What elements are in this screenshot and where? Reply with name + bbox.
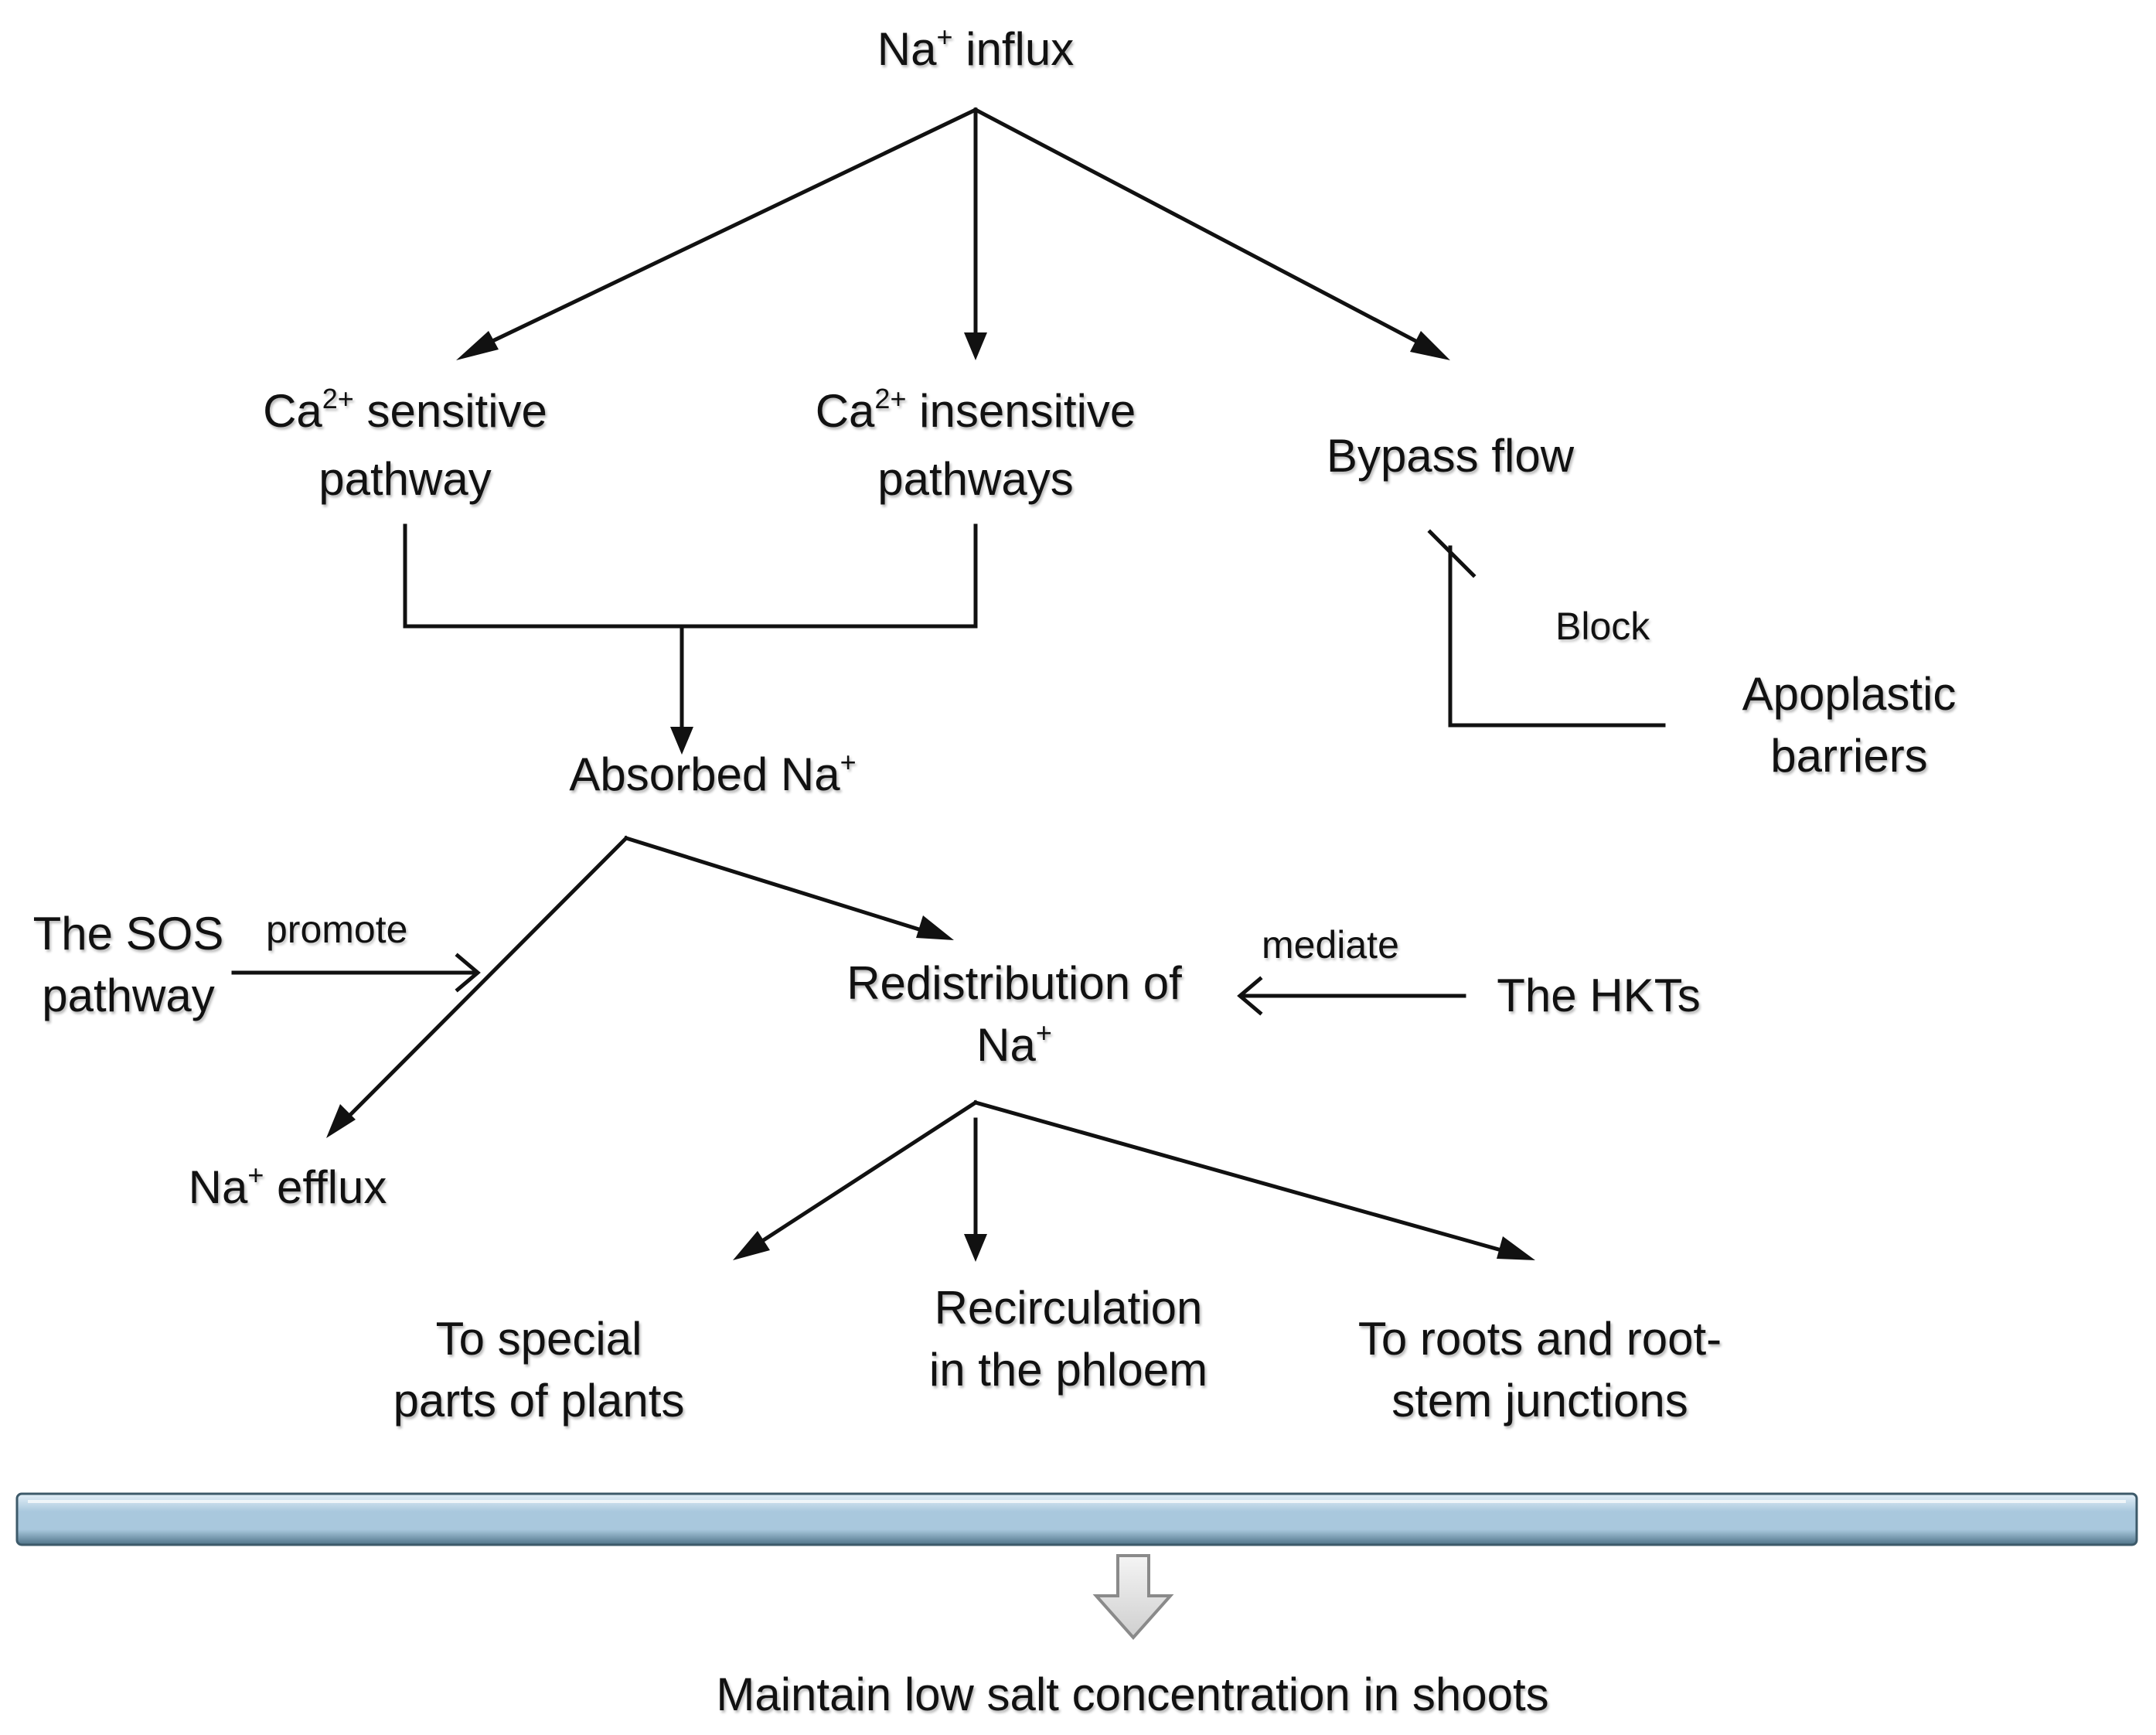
open-arrowhead — [455, 953, 481, 993]
superscript-charge: 2+ — [322, 383, 354, 414]
superscript-charge: + — [840, 746, 857, 778]
node-ca-insensitive-pathways: Ca2+ insensitive pathways — [759, 380, 1192, 510]
apoplastic-line-1: Apoplastic — [1742, 668, 1957, 720]
edge-influx-to-bypass-flow — [972, 107, 1450, 360]
bypass-flow-line-1: Bypass flow — [1326, 430, 1575, 482]
edge-redistribution-to-roots-junctions — [972, 1099, 1535, 1260]
ca-sensitive-line-2: pathway — [318, 453, 492, 505]
node-outcome: Maintain low salt concentration in shoot… — [541, 1664, 1724, 1726]
node-recirculation: Recirculation in the phloem — [860, 1277, 1277, 1401]
absorbed-na-line-1: Absorbed Na+ — [569, 746, 857, 800]
edge-absorbed-to-efflux — [326, 835, 629, 1138]
block-bar — [1427, 529, 1477, 578]
recirculation-line-2: in the phloem — [928, 1344, 1208, 1396]
node-ca-sensitive-pathway: Ca2+ sensitive pathway — [212, 380, 598, 510]
superscript-charge: 2+ — [874, 383, 907, 414]
node-na-efflux: Na+ efflux — [141, 1157, 434, 1225]
arrowhead — [1497, 1236, 1535, 1260]
edge-influx-to-ca-sensitive — [456, 107, 979, 360]
summary-bar — [15, 1492, 2138, 1546]
sos-pathway-line-1: The SOS — [32, 908, 224, 960]
ca-sensitive-line-1: Ca2+ sensitive — [263, 383, 547, 437]
recirculation-line-1: Recirculation — [934, 1282, 1203, 1334]
node-redistribution: Redistribution of Na+ — [806, 953, 1223, 1082]
superscript-charge: + — [247, 1159, 264, 1191]
node-na-influx: Na+ influx — [821, 19, 1130, 87]
label-mediate: mediate — [1262, 923, 1399, 966]
edge-absorbed-to-redistribution — [623, 835, 954, 940]
edge-ca-pathways-to-absorbed — [403, 523, 978, 755]
na-influx-line-1: Na+ influx — [877, 21, 1075, 75]
node-bypass-flow: Bypass flow — [1265, 425, 1636, 487]
arrowhead — [670, 727, 693, 755]
ca-insensitive-line-1: Ca2+ insensitive — [815, 383, 1136, 437]
node-apoplastic-barriers: Apoplastic barriers — [1687, 663, 2011, 787]
node-roots-junctions: To roots and root-stem junctions — [1293, 1308, 1787, 1432]
node-absorbed-na: Absorbed Na+ — [504, 744, 921, 812]
edge-hkts-mediate-redistribution — [1237, 976, 1466, 1016]
arrowhead — [456, 331, 499, 360]
redistribution-line-1: Redistribution of — [846, 957, 1182, 1009]
node-hkts: The HKTs — [1467, 965, 1730, 1027]
arrowhead — [1410, 331, 1450, 360]
label-promote: promote — [266, 908, 408, 951]
open-arrowhead — [1237, 976, 1263, 1016]
arrowhead — [916, 915, 954, 940]
special-parts-line-2: parts of plants — [393, 1375, 685, 1427]
superscript-charge: + — [1035, 1017, 1052, 1048]
apoplastic-line-2: barriers — [1770, 730, 1928, 782]
arrowhead — [733, 1231, 770, 1260]
roots-junctions-line-2: stem junctions — [1391, 1375, 1688, 1427]
outcome-line-1: Maintain low salt concentration in shoot… — [716, 1669, 1549, 1720]
label-block: Block — [1555, 605, 1650, 648]
edge-redistribution-to-special-parts — [733, 1099, 979, 1260]
node-special-parts: To special parts of plants — [326, 1308, 751, 1432]
ca-insensitive-line-2: pathways — [877, 453, 1074, 505]
special-parts-line-1: To special — [435, 1313, 642, 1365]
node-sos-pathway: The SOS pathway — [12, 903, 244, 1027]
edge-apoplastic-blocks-bypass — [1427, 529, 1666, 728]
na-efflux-line-1: Na+ efflux — [188, 1159, 387, 1213]
arrowhead — [964, 332, 987, 360]
edge-redistribution-to-recirculation — [964, 1117, 987, 1262]
roots-junctions-line-1: To roots and root- — [1357, 1313, 1722, 1365]
arrowhead — [964, 1234, 987, 1262]
arrowhead — [326, 1104, 356, 1138]
edge-influx-to-ca-insensitive — [964, 107, 987, 360]
redistribution-line-2: Na+ — [976, 1017, 1052, 1071]
down-arrow-icon — [1092, 1554, 1174, 1641]
sos-pathway-line-2: pathway — [42, 970, 215, 1021]
hkts-line-1: The HKTs — [1497, 970, 1701, 1021]
superscript-charge: + — [936, 21, 953, 53]
edge-sos-promotes-efflux — [231, 953, 481, 993]
